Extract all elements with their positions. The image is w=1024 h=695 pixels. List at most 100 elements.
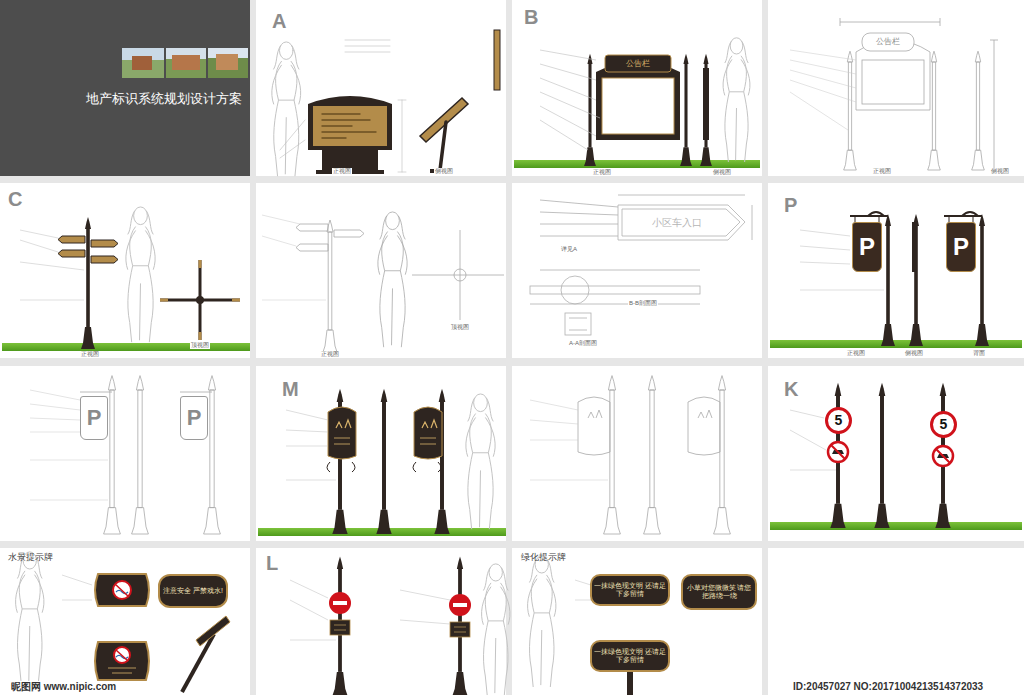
panel-green-part xyxy=(627,672,633,695)
panel-l-part xyxy=(290,580,450,640)
panel-c-part xyxy=(160,260,240,340)
panel-b-part xyxy=(703,68,709,140)
panel-9-part xyxy=(30,390,108,500)
page-title: 地产标识系统规划设计方案 xyxy=(86,90,242,108)
panel-11-part xyxy=(714,376,731,534)
panel-water-part xyxy=(116,650,128,661)
view-label: 侧视图 xyxy=(904,350,924,357)
photo-strip-part xyxy=(172,55,200,70)
panel-l-part xyxy=(450,622,470,637)
panel-water-part xyxy=(16,552,44,683)
panel-a-part xyxy=(494,30,500,90)
sign-text: 小草对您微微笑 请您把路绕一绕 xyxy=(685,584,753,601)
panel-11-part xyxy=(588,410,712,418)
panel-p-part xyxy=(912,222,916,272)
sign-text: 小区车入口 xyxy=(652,217,702,229)
panel-grounds-part xyxy=(768,183,1024,358)
panel-b-part xyxy=(596,61,680,140)
panel-7-part xyxy=(565,313,591,335)
panel-7-part xyxy=(622,209,740,236)
panel-l-part xyxy=(482,564,510,695)
sign-text: P xyxy=(859,233,875,262)
panel-letter: K xyxy=(784,378,798,400)
panel-6-part xyxy=(262,215,326,300)
panel-7-part xyxy=(561,276,589,304)
panel-grounds-part xyxy=(256,366,506,541)
greening-sign: 一抹绿色现文明 还请足下多留情 xyxy=(590,574,670,606)
parking-sign-outline: P xyxy=(80,396,108,440)
panel-water-part xyxy=(108,668,136,673)
panel-l-part xyxy=(330,620,350,635)
panel-a-part xyxy=(280,40,390,158)
panel-grounds-part xyxy=(768,548,1024,695)
panel-6-part xyxy=(454,269,466,281)
view-label: 正视图 xyxy=(80,351,100,358)
panel-9-part xyxy=(80,392,212,393)
panel-4 xyxy=(790,18,998,170)
panel-letter: M xyxy=(282,378,299,400)
panel-grounds-part xyxy=(0,183,250,358)
section-label: 详见A xyxy=(560,246,578,253)
panel-m-part xyxy=(336,420,437,428)
panel-l-part xyxy=(333,601,347,605)
panel-b-part xyxy=(584,54,596,166)
panel-m-part xyxy=(328,407,356,459)
sign-text: P xyxy=(187,405,202,431)
panel-6-part xyxy=(296,224,364,251)
panel-p-part xyxy=(850,212,888,216)
board-header-outline: 公告栏 xyxy=(866,34,910,50)
panel-grounds-part xyxy=(512,183,762,358)
panel-p-part xyxy=(881,214,895,346)
panel-grounds-part xyxy=(256,183,506,358)
parking-sign: P xyxy=(946,222,976,272)
panel-a-part xyxy=(398,100,406,172)
panel-4-part xyxy=(862,33,914,51)
panel-grounds-part xyxy=(768,366,1024,541)
panel-11-part xyxy=(530,400,608,480)
panel-11-part xyxy=(578,397,610,455)
photo-strip-part xyxy=(208,48,248,78)
panel-l-part xyxy=(453,603,467,607)
water-sign: 注意安全 严禁戏水! xyxy=(158,574,228,608)
panel-letter: P xyxy=(784,194,797,216)
panel-heading: 绿化提示牌 xyxy=(521,553,566,563)
panel-7-part xyxy=(530,286,700,294)
panel-k-part xyxy=(832,450,949,458)
panel-b-part xyxy=(602,78,674,134)
panel-k-part xyxy=(831,445,950,463)
sign-text: 5 xyxy=(940,416,948,433)
panel-p-part xyxy=(909,214,923,346)
section-label: B-B剖面图 xyxy=(628,300,658,307)
panel-c-part xyxy=(91,240,118,247)
panel-c-part xyxy=(126,207,155,342)
view-label: 正视图 xyxy=(872,168,892,175)
panel-4-part xyxy=(862,60,924,104)
view-label: 背面 xyxy=(972,350,986,357)
sign-text: 5 xyxy=(835,412,843,429)
greening-sign: 一抹绿色现文明 还请足下多留情 xyxy=(590,640,670,672)
panel-a xyxy=(272,30,500,176)
panel-m-part xyxy=(286,410,336,480)
panel-green-part xyxy=(528,556,556,687)
panel-p-part xyxy=(944,212,982,216)
panel-m-part xyxy=(414,407,442,459)
panel-4-part xyxy=(972,51,985,170)
panel-a-part xyxy=(272,42,301,176)
panel-c-part xyxy=(2,343,250,351)
panel-11-part xyxy=(644,376,661,534)
panel-p-part xyxy=(975,214,989,346)
panel-grounds-part xyxy=(256,0,506,176)
panel-grounds-part xyxy=(0,366,250,541)
panel-6 xyxy=(262,212,504,352)
photo-strip-part xyxy=(166,48,206,78)
arrow-sign-text: 小区车入口 xyxy=(640,214,714,232)
speed-sign: 5 xyxy=(825,407,852,434)
panel-water-part xyxy=(114,647,130,663)
panel-grounds-part xyxy=(768,0,1024,176)
photo-strip xyxy=(122,48,248,78)
panel-water xyxy=(16,552,230,692)
panel-a-part xyxy=(440,122,446,170)
panel-k-part xyxy=(770,522,1022,530)
panel-water-part xyxy=(115,584,129,597)
panel-k xyxy=(770,383,1022,530)
